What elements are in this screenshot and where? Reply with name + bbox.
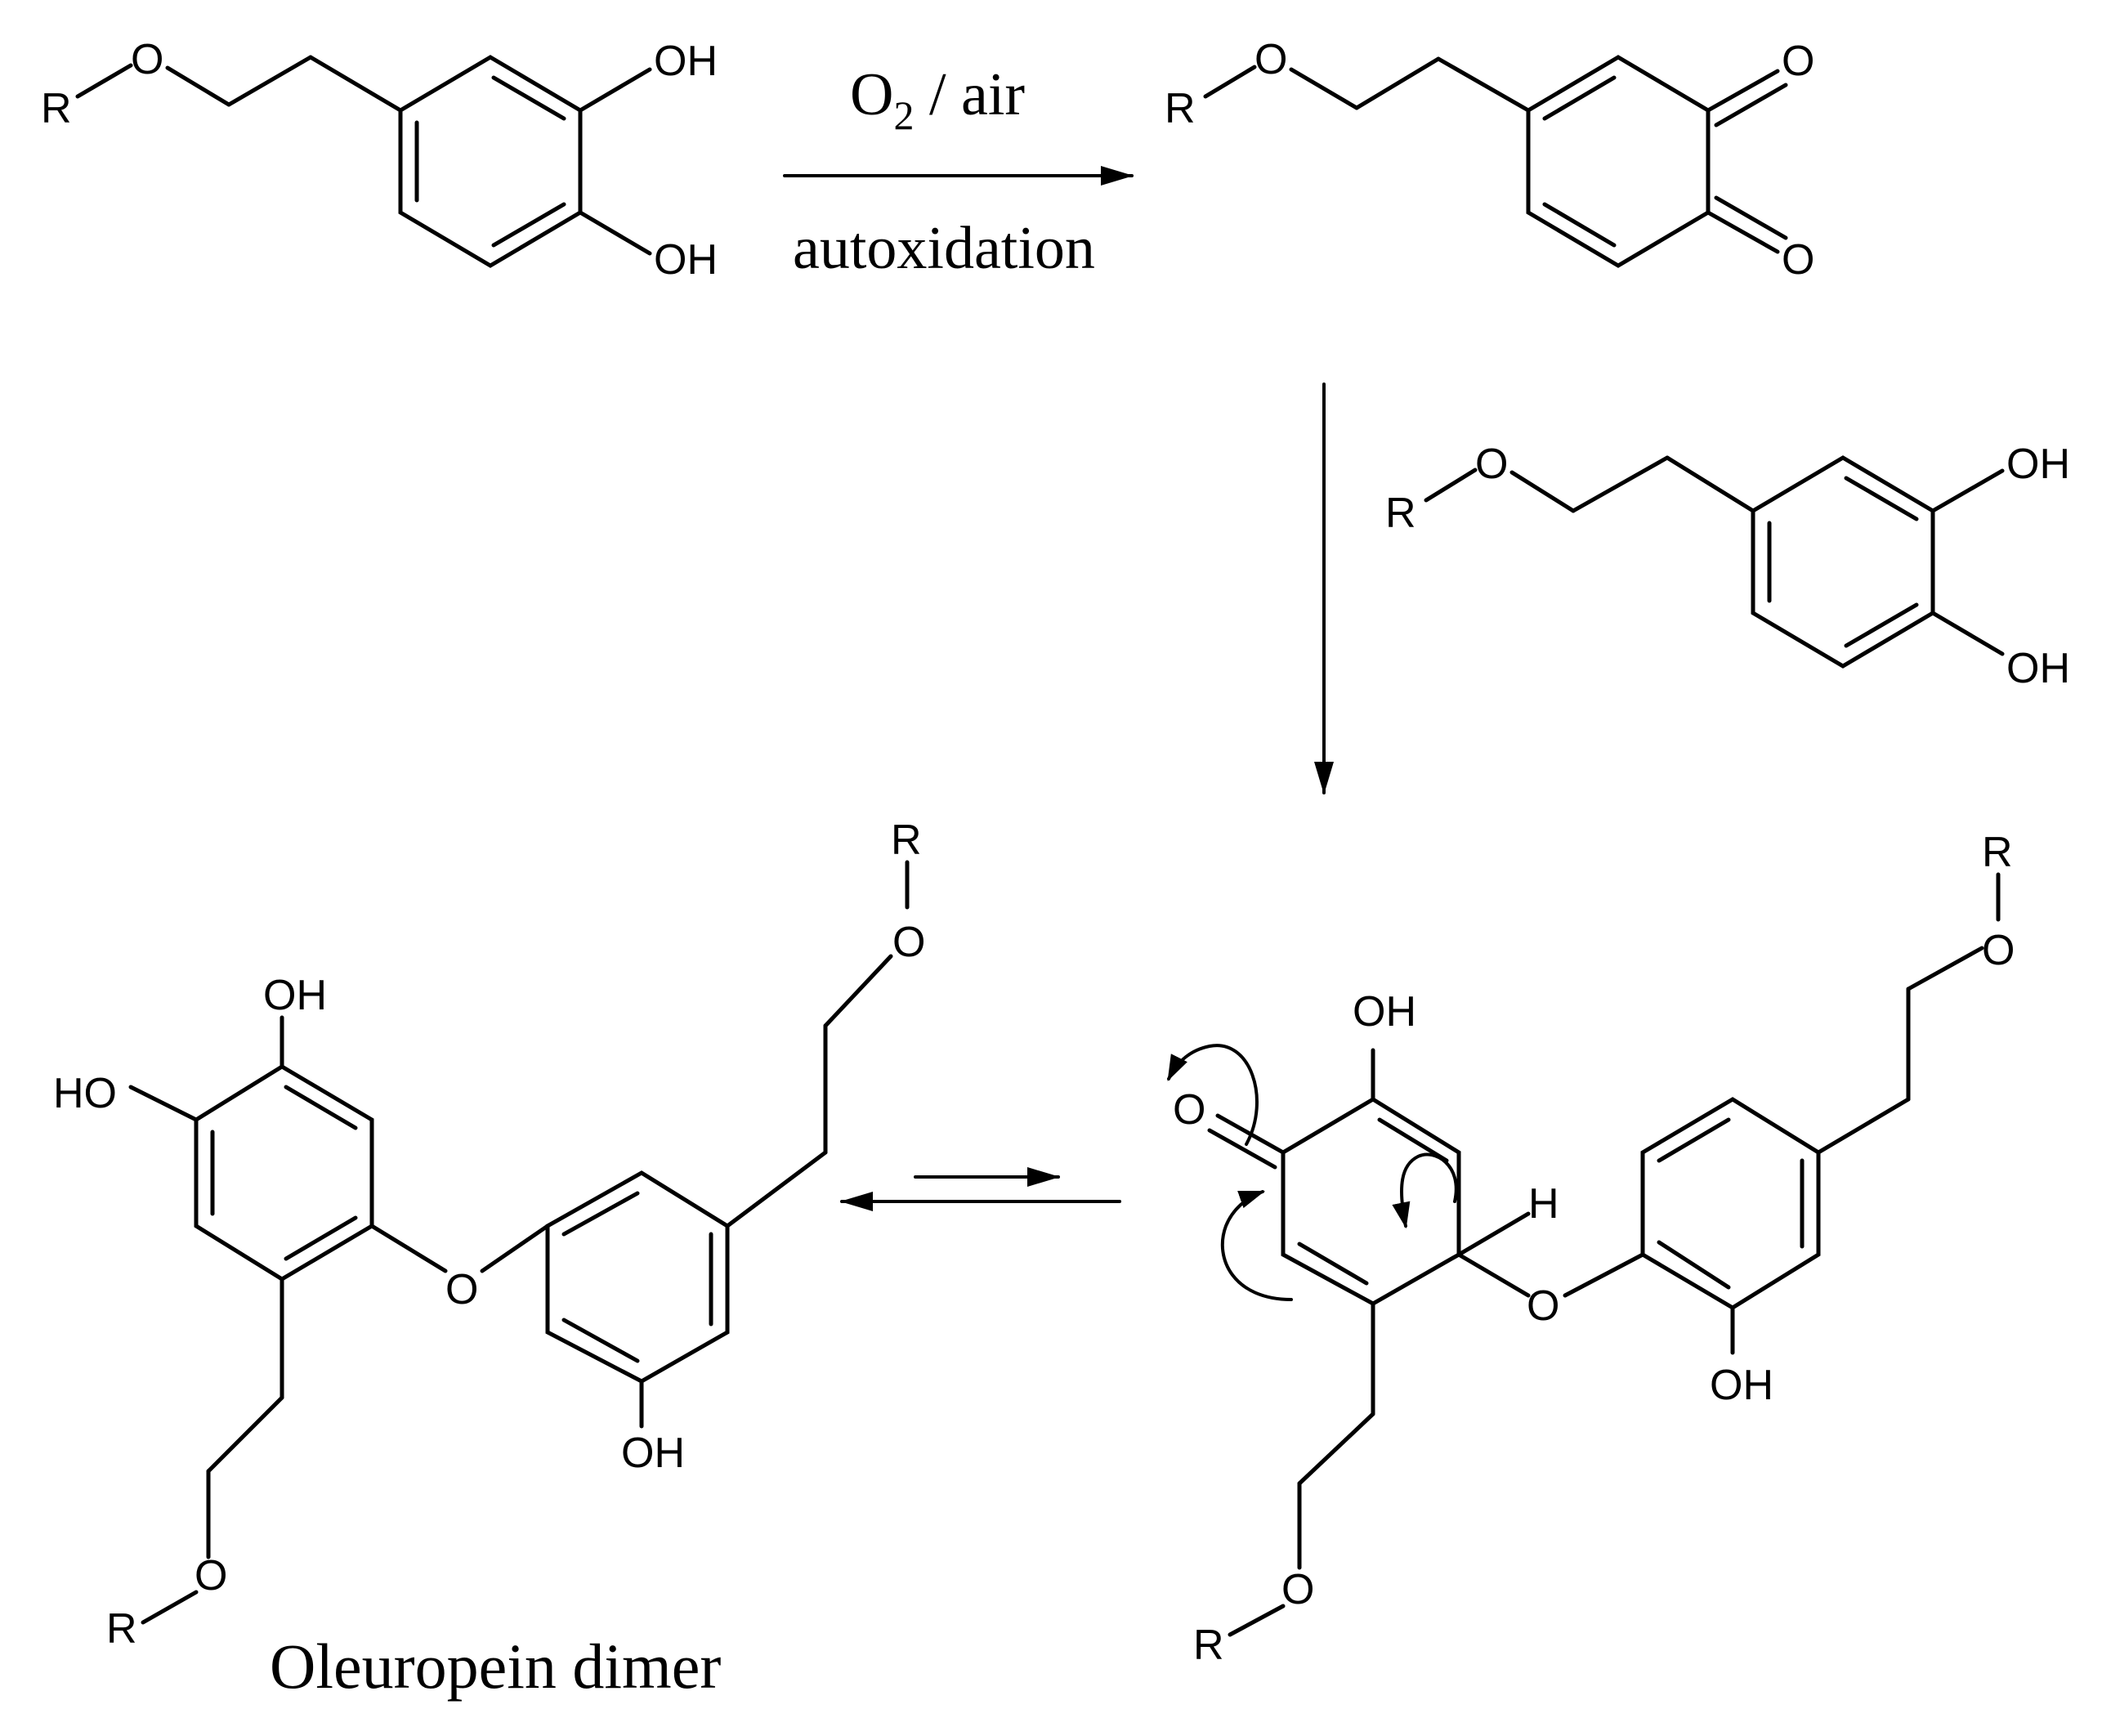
hydroxyl-label: OH	[2006, 441, 2070, 488]
hydroxyl-label: OH	[1353, 988, 1416, 1036]
ether-oxygen: O	[131, 36, 163, 83]
addition-intermediate: OH O H O OH O R O R	[1173, 829, 2015, 1669]
ether-oxygen: O	[1475, 441, 1508, 488]
curved-arrow	[1392, 1152, 1458, 1229]
equilibrium-arrows	[840, 1167, 1121, 1211]
r-group: R	[1193, 1622, 1224, 1669]
oxidation-arrow: O2 / air autoxidation	[783, 61, 1134, 282]
bridging-oxygen: O	[445, 1266, 478, 1313]
catechol-reactant: R O OH OH	[41, 36, 718, 284]
oleuropein-dimer: OH HO O OH O R O R Oleuropein dimer	[53, 817, 925, 1702]
ether-oxygen: O	[892, 919, 925, 966]
ether-oxygen: O	[1254, 36, 1287, 83]
hydroxyl-label: OH	[1710, 1362, 1773, 1409]
r-group: R	[1165, 85, 1196, 132]
hydroxyl-label: OH	[263, 972, 327, 1019]
hydroxyl-label: OH	[621, 1430, 685, 1477]
product-caption: Oleuropein dimer	[270, 1631, 721, 1702]
bridging-oxygen: O	[1527, 1282, 1559, 1330]
r-group: R	[891, 817, 922, 864]
catechol-nucleophile: R O OH OH	[1385, 441, 2070, 692]
hydroxyl-label: HO	[53, 1070, 117, 1117]
condition-label: autoxidation	[793, 215, 1095, 282]
hydrogen-label: H	[1528, 1180, 1559, 1228]
r-group: R	[1982, 829, 2013, 876]
ether-oxygen: O	[1982, 927, 2015, 974]
curved-arrow	[1220, 1190, 1293, 1301]
ether-oxygen: O	[1281, 1566, 1314, 1613]
o-quinone-product: R O O O	[1165, 36, 1814, 284]
electron-pushing-arrows	[1167, 1044, 1458, 1301]
r-group: R	[106, 1605, 137, 1653]
r-group: R	[1385, 490, 1416, 537]
ether-oxygen: O	[195, 1552, 227, 1600]
reagent-label: O2 / air	[850, 61, 1025, 138]
r-group: R	[41, 85, 72, 132]
hydroxyl-label: OH	[654, 236, 718, 284]
carbonyl-oxygen: O	[1173, 1086, 1205, 1134]
carbonyl-oxygen: O	[1782, 236, 1814, 284]
curved-arrow	[1167, 1044, 1259, 1146]
hydroxyl-label: OH	[654, 38, 718, 85]
carbonyl-oxygen: O	[1782, 38, 1814, 85]
hydroxyl-label: OH	[2006, 645, 2070, 692]
